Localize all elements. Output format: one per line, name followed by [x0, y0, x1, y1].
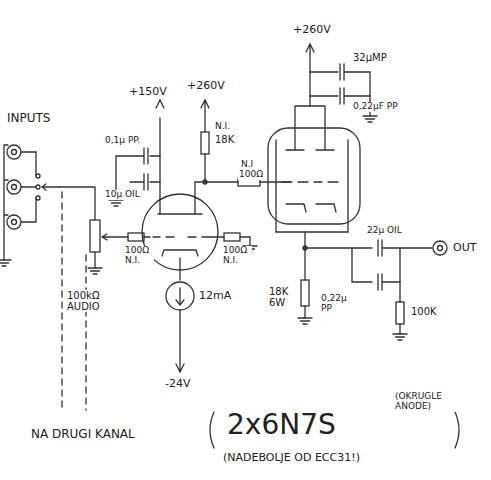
component-label: 100kΩ AUDIO [66, 290, 116, 312]
input-switch [36, 174, 95, 220]
anode-load-resistor [195, 154, 238, 214]
volume-potentiometer [90, 220, 100, 252]
volume-potentiometer [102, 234, 128, 240]
output-double-triode [286, 106, 334, 150]
cathode-resistor [301, 280, 309, 306]
component-label: 0,1µ PP. [104, 136, 141, 146]
output-coupling [352, 248, 400, 290]
component-label: OUT [452, 242, 477, 254]
input-triode [144, 236, 174, 237]
current-source [166, 282, 194, 310]
current-source [176, 288, 184, 305]
component-label: 100Ω [238, 170, 264, 180]
component-label: 0,22µF PP [352, 102, 400, 112]
supply-150v-wiring [156, 100, 164, 214]
volume-potentiometer [94, 252, 95, 268]
input-triode [240, 237, 250, 246]
input-jacks [7, 145, 21, 159]
input-jacks [4, 145, 8, 260]
component-label: 22µ OIL [366, 226, 403, 236]
input-switch [60, 187, 95, 220]
input-jacks [7, 180, 21, 194]
component-label: INPUTS [6, 112, 51, 125]
output-double-triode [282, 181, 338, 182]
input-triode [210, 236, 224, 237]
current-source [166, 258, 194, 372]
input-jacks [21, 152, 36, 222]
input-jacks [0, 260, 11, 266]
component-label: N.I. [214, 122, 231, 132]
output-double-triode [268, 44, 377, 280]
anode-load-resistor [201, 132, 209, 154]
volume-potentiometer [88, 268, 102, 274]
input-jacks [0, 145, 36, 266]
component-label: 100K [410, 306, 438, 317]
component-label: -24V [164, 378, 192, 390]
component-label: +150V [128, 86, 168, 98]
input-switch [36, 196, 40, 200]
component-label: +260V [292, 24, 332, 36]
component-label: 10µ OIL [104, 190, 141, 200]
output-coupling [396, 302, 404, 324]
output-double-triode [363, 116, 377, 122]
input-triode [188, 236, 210, 237]
component-label: (NADEBOLJE OD ECC31!) [222, 452, 361, 464]
component-label: 100Ω N.I. [222, 246, 252, 266]
supply-150v-wiring [130, 174, 160, 190]
component-label: 18K [214, 134, 235, 145]
input-triode [162, 250, 198, 256]
component-label: 12mA [198, 290, 232, 302]
input-jacks [12, 150, 17, 155]
component-label: 18K 6W [268, 286, 300, 308]
output-coupling [393, 334, 407, 340]
input-triode [128, 233, 144, 241]
output-double-triode [268, 128, 360, 224]
input-switch [42, 184, 60, 190]
output-coupling [305, 240, 432, 256]
component-label: 100Ω N.I. [124, 246, 154, 266]
component-label: NA DRUGI KANAL [30, 428, 136, 441]
cathode-resistor [298, 318, 312, 324]
current-source [176, 310, 184, 372]
component-label: +260V [186, 80, 226, 92]
component-label: N.I [240, 160, 254, 170]
input-jacks [12, 220, 17, 225]
output-double-triode [304, 232, 305, 280]
output-coupling [303, 240, 447, 340]
component-label: 32µMP [352, 52, 388, 63]
anode-load-resistor [203, 180, 207, 184]
component-label: 2x6N7S [226, 410, 337, 441]
input-switch [36, 174, 40, 178]
output-double-triode [276, 140, 348, 232]
output-double-triode [286, 204, 336, 212]
output-coupling [438, 246, 443, 251]
input-jacks [7, 215, 21, 229]
output-coupling [399, 282, 400, 334]
input-triode [224, 233, 240, 241]
component-label: 0,22µ PP [320, 294, 356, 314]
input-jacks [12, 185, 17, 190]
cathode-resistor [298, 280, 312, 324]
current-source [179, 258, 180, 280]
cathode-resistor [304, 306, 305, 318]
component-label: (OKRUGLE ANODE) [394, 392, 478, 412]
volume-potentiometer [88, 220, 128, 274]
output-double-triode [306, 44, 314, 106]
output-coupling [433, 241, 447, 255]
input-switch [36, 185, 40, 189]
supply-150v-wiring [109, 200, 123, 206]
anode-load-resistor [201, 100, 209, 132]
